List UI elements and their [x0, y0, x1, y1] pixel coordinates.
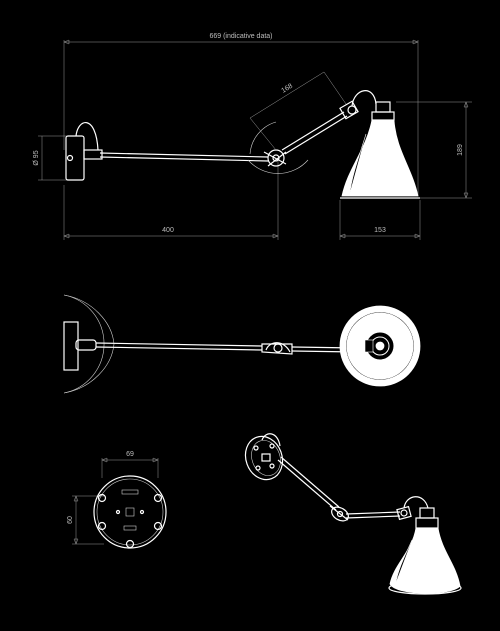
lamp-shade-side: [340, 101, 420, 199]
arm-length-dimension: 400: [63, 160, 279, 240]
lamp-shade-perspective: [388, 507, 462, 595]
shade-width-label: 153: [374, 227, 386, 234]
screw-hole-icon: [125, 539, 135, 549]
upper-arm-perspective: [345, 511, 401, 515]
shade-height-label: 189: [457, 144, 464, 156]
wall-plate-perspective: [244, 433, 284, 481]
wall-swing-arc: [63, 294, 105, 394]
screw-hole-icon: [153, 493, 163, 503]
elbow-joint-plan: [261, 342, 293, 355]
base-diameter-dimension: Ø 95: [33, 135, 70, 181]
wall-plate-side: [65, 135, 85, 181]
plate-width-dimension: 69: [101, 451, 159, 478]
screw-hole-icon: [153, 521, 163, 531]
wall-screw-icon: [66, 154, 74, 162]
plan-view: [63, 294, 421, 394]
mount-bracket: [83, 149, 103, 160]
side-elevation-view: 669 (indicative data) Ø 95 400: [33, 33, 472, 240]
plate-height-dimension: 60: [67, 495, 104, 545]
shade-width-dimension: 153: [339, 200, 421, 240]
mount-bracket-plan: [75, 339, 97, 351]
plate-width-label: 69: [126, 451, 134, 458]
upper-arm: [281, 111, 345, 151]
wall-plate-disc: [93, 475, 167, 549]
wall-plate-front-view: 69 60: [67, 451, 167, 549]
overall-width-label: 669 (indicative data): [209, 33, 272, 40]
shade-hook: [351, 90, 377, 107]
shade-joint-perspective: [396, 496, 429, 521]
plate-height-label: 60: [67, 516, 74, 524]
wall-plate-plan: [63, 321, 79, 371]
cable-loop: [75, 121, 99, 151]
lower-arm-plan: [95, 342, 263, 347]
lower-arm-perspective: [277, 459, 337, 511]
screw-hole-icon: [97, 521, 107, 531]
overall-width-dimension: 669 (indicative data): [63, 33, 419, 196]
perspective-view: [244, 433, 462, 595]
upper-arm-label: 168: [280, 83, 294, 95]
screw-hole-icon: [97, 493, 107, 503]
lower-arm: [99, 152, 269, 158]
elbow-joint: [263, 149, 287, 167]
lamp-shade-plan: [339, 305, 421, 387]
upper-arm-dimension: 168: [249, 71, 347, 151]
base-diameter-label: Ø 95: [33, 150, 40, 165]
arm-length-label: 400: [162, 227, 174, 234]
shade-joint: [339, 100, 359, 120]
shade-height-dimension: 189: [396, 101, 472, 199]
elbow-swing-arc: [247, 159, 309, 174]
